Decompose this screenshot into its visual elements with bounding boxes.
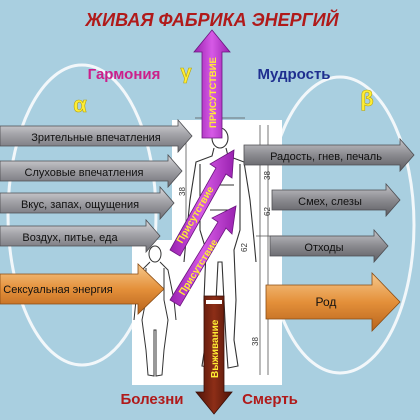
- presence-arrow-1: [169, 149, 235, 257]
- survival-label: Выживание: [210, 319, 221, 378]
- presence-arrow-2: [169, 205, 237, 307]
- presence-top-label: ПРИСУТСТВИЕ: [208, 57, 219, 128]
- gamma-symbol: γ: [180, 62, 192, 84]
- beta-symbol: β: [360, 86, 373, 111]
- input-arrow-hearing: [0, 153, 183, 189]
- output-arrow-kin: [265, 272, 401, 332]
- output-arrow-laughter: [271, 182, 401, 218]
- death-label: Смерть: [242, 391, 298, 408]
- input-arrow-air: [0, 218, 161, 254]
- survival-arrow: [195, 295, 233, 415]
- right-oval: [264, 75, 416, 375]
- measure-38-c: 38: [251, 337, 260, 346]
- input-arrow-taste: [0, 185, 175, 221]
- input-label-taste: Вкус, запах, ощущения: [21, 199, 139, 211]
- alpha-symbol: α: [73, 92, 87, 117]
- output-label-emotions: Радость, гнев, печаль: [270, 151, 382, 163]
- measure-62-a: 62: [263, 207, 272, 216]
- measure-38-a: 38: [178, 187, 187, 196]
- output-label-laughter: Смех, слезы: [298, 196, 362, 208]
- harmony-label: Гармония: [88, 66, 161, 83]
- input-label-sexual: Сексуальная энергия: [3, 284, 112, 296]
- measure-38-b: 38: [263, 171, 272, 180]
- output-arrow-waste: [269, 228, 389, 264]
- presence-arrow-top: [193, 29, 231, 139]
- female-figure-diagram-icon: [133, 245, 177, 377]
- output-arrow-emotions: [243, 137, 415, 173]
- input-label-visual: Зрительные впечатления: [31, 132, 161, 144]
- input-label-hearing: Слуховые впечатления: [25, 167, 144, 179]
- left-oval: [6, 63, 158, 367]
- input-arrow-sexual: [0, 263, 165, 315]
- page-title: ЖИВАЯ ФАБРИКА ЭНЕРГИЙ: [84, 9, 339, 30]
- diseases-label: Болезни: [121, 391, 184, 408]
- output-label-kin: Род: [316, 295, 337, 309]
- measure-62-b: 62: [240, 243, 249, 252]
- output-label-waste: Отходы: [304, 242, 343, 254]
- input-arrow-visual: [0, 118, 193, 154]
- input-label-air: Воздух, питье, еда: [22, 232, 118, 244]
- wisdom-label: Мудрость: [257, 66, 330, 83]
